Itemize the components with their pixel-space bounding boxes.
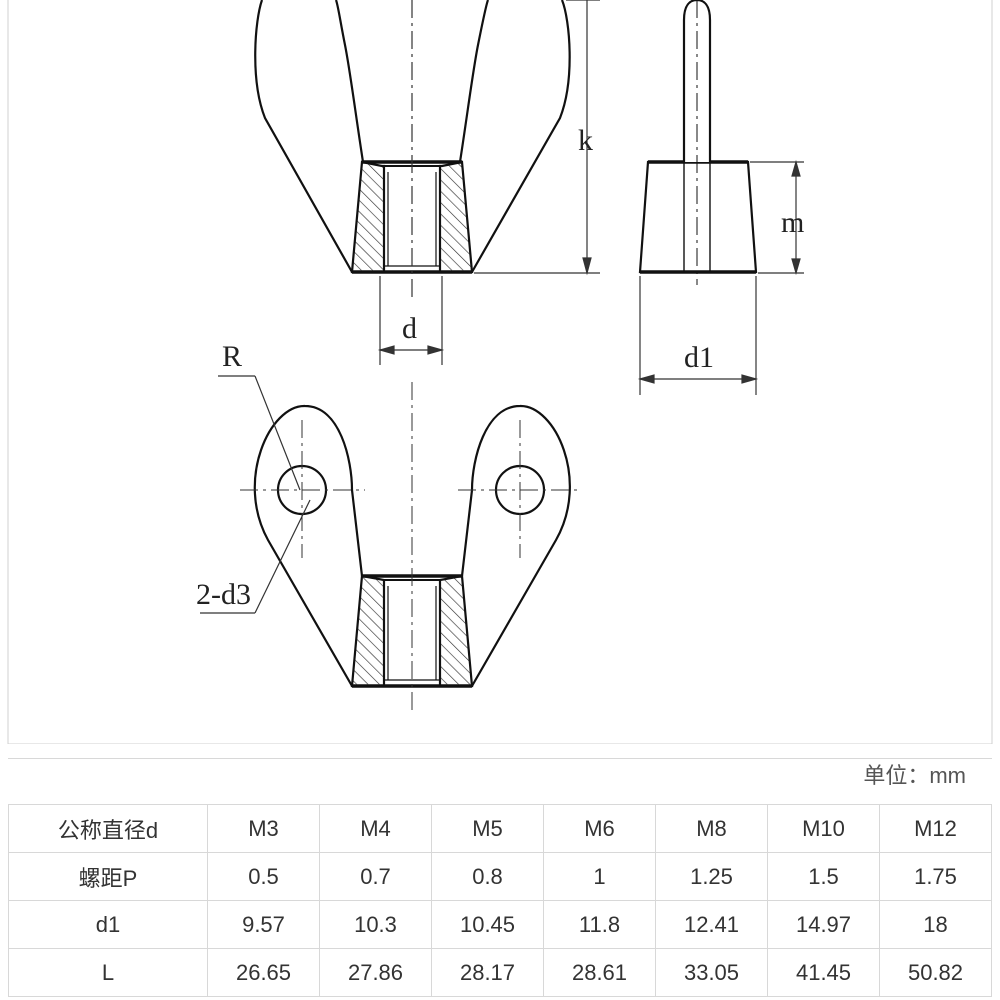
dimension-d1 bbox=[637, 276, 759, 395]
table-cell: 0.7 bbox=[319, 852, 432, 901]
front-view-left-wing bbox=[254, 0, 365, 273]
table-cell: 28.17 bbox=[431, 948, 544, 997]
table-cell: 10.45 bbox=[431, 900, 544, 949]
label-R: R bbox=[222, 340, 242, 373]
table-cell: M10 bbox=[767, 804, 880, 853]
table-cell: 0.8 bbox=[431, 852, 544, 901]
table-cell: 41.45 bbox=[767, 948, 880, 997]
front-view-right-wing bbox=[458, 0, 571, 273]
label-m: m bbox=[781, 206, 804, 239]
table-cell: 18 bbox=[879, 900, 992, 949]
table-cell: 33.05 bbox=[655, 948, 768, 997]
table-cell: 1 bbox=[543, 852, 656, 901]
table-cell: M6 bbox=[543, 804, 656, 853]
dimension-m bbox=[750, 159, 804, 276]
table-cell: 0.5 bbox=[207, 852, 320, 901]
table-cell: 26.65 bbox=[207, 948, 320, 997]
row-header: 螺距P bbox=[8, 852, 208, 901]
table-cell: 14.97 bbox=[767, 900, 880, 949]
unit-label: 单位：mm bbox=[863, 763, 966, 788]
table-cell: 28.61 bbox=[543, 948, 656, 997]
table-cell: 11.8 bbox=[543, 900, 656, 949]
table-cell: 50.82 bbox=[879, 948, 992, 997]
row-header: 公称直径d bbox=[8, 804, 208, 853]
bottom-view-center-lines bbox=[240, 382, 582, 712]
dimension-d bbox=[377, 276, 445, 365]
table-cell: M5 bbox=[431, 804, 544, 853]
table-cell: 27.86 bbox=[319, 948, 432, 997]
table-cell: M12 bbox=[879, 804, 992, 853]
label-k: k bbox=[578, 124, 593, 157]
table-cell: M4 bbox=[319, 804, 432, 853]
table-cell: 1.25 bbox=[655, 852, 768, 901]
label-2-d3: 2-d3 bbox=[196, 578, 251, 611]
side-view bbox=[638, 0, 758, 285]
label-d: d bbox=[402, 312, 417, 345]
table-cell: M8 bbox=[655, 804, 768, 853]
table-cell: 10.3 bbox=[319, 900, 432, 949]
bottom-view-right-wing bbox=[460, 404, 571, 687]
row-header: L bbox=[8, 948, 208, 997]
table-cell: 12.41 bbox=[655, 900, 768, 949]
table-cell: M3 bbox=[207, 804, 320, 853]
dimension-k bbox=[474, 0, 600, 276]
bottom-view bbox=[253, 404, 571, 688]
bottom-view-left-wing bbox=[253, 404, 364, 687]
leader-d3 bbox=[200, 499, 311, 614]
row-header: d1 bbox=[8, 900, 208, 949]
table-cell: 1.5 bbox=[767, 852, 880, 901]
label-d1: d1 bbox=[684, 341, 714, 374]
wing-nut-technical-drawing: k d m d1 bbox=[7, 0, 993, 744]
drawing-frame bbox=[7, 0, 993, 744]
table-cell: 9.57 bbox=[207, 900, 320, 949]
leader-R bbox=[218, 375, 301, 491]
table-cell: 1.75 bbox=[879, 852, 992, 901]
table-top-rule bbox=[8, 758, 992, 759]
